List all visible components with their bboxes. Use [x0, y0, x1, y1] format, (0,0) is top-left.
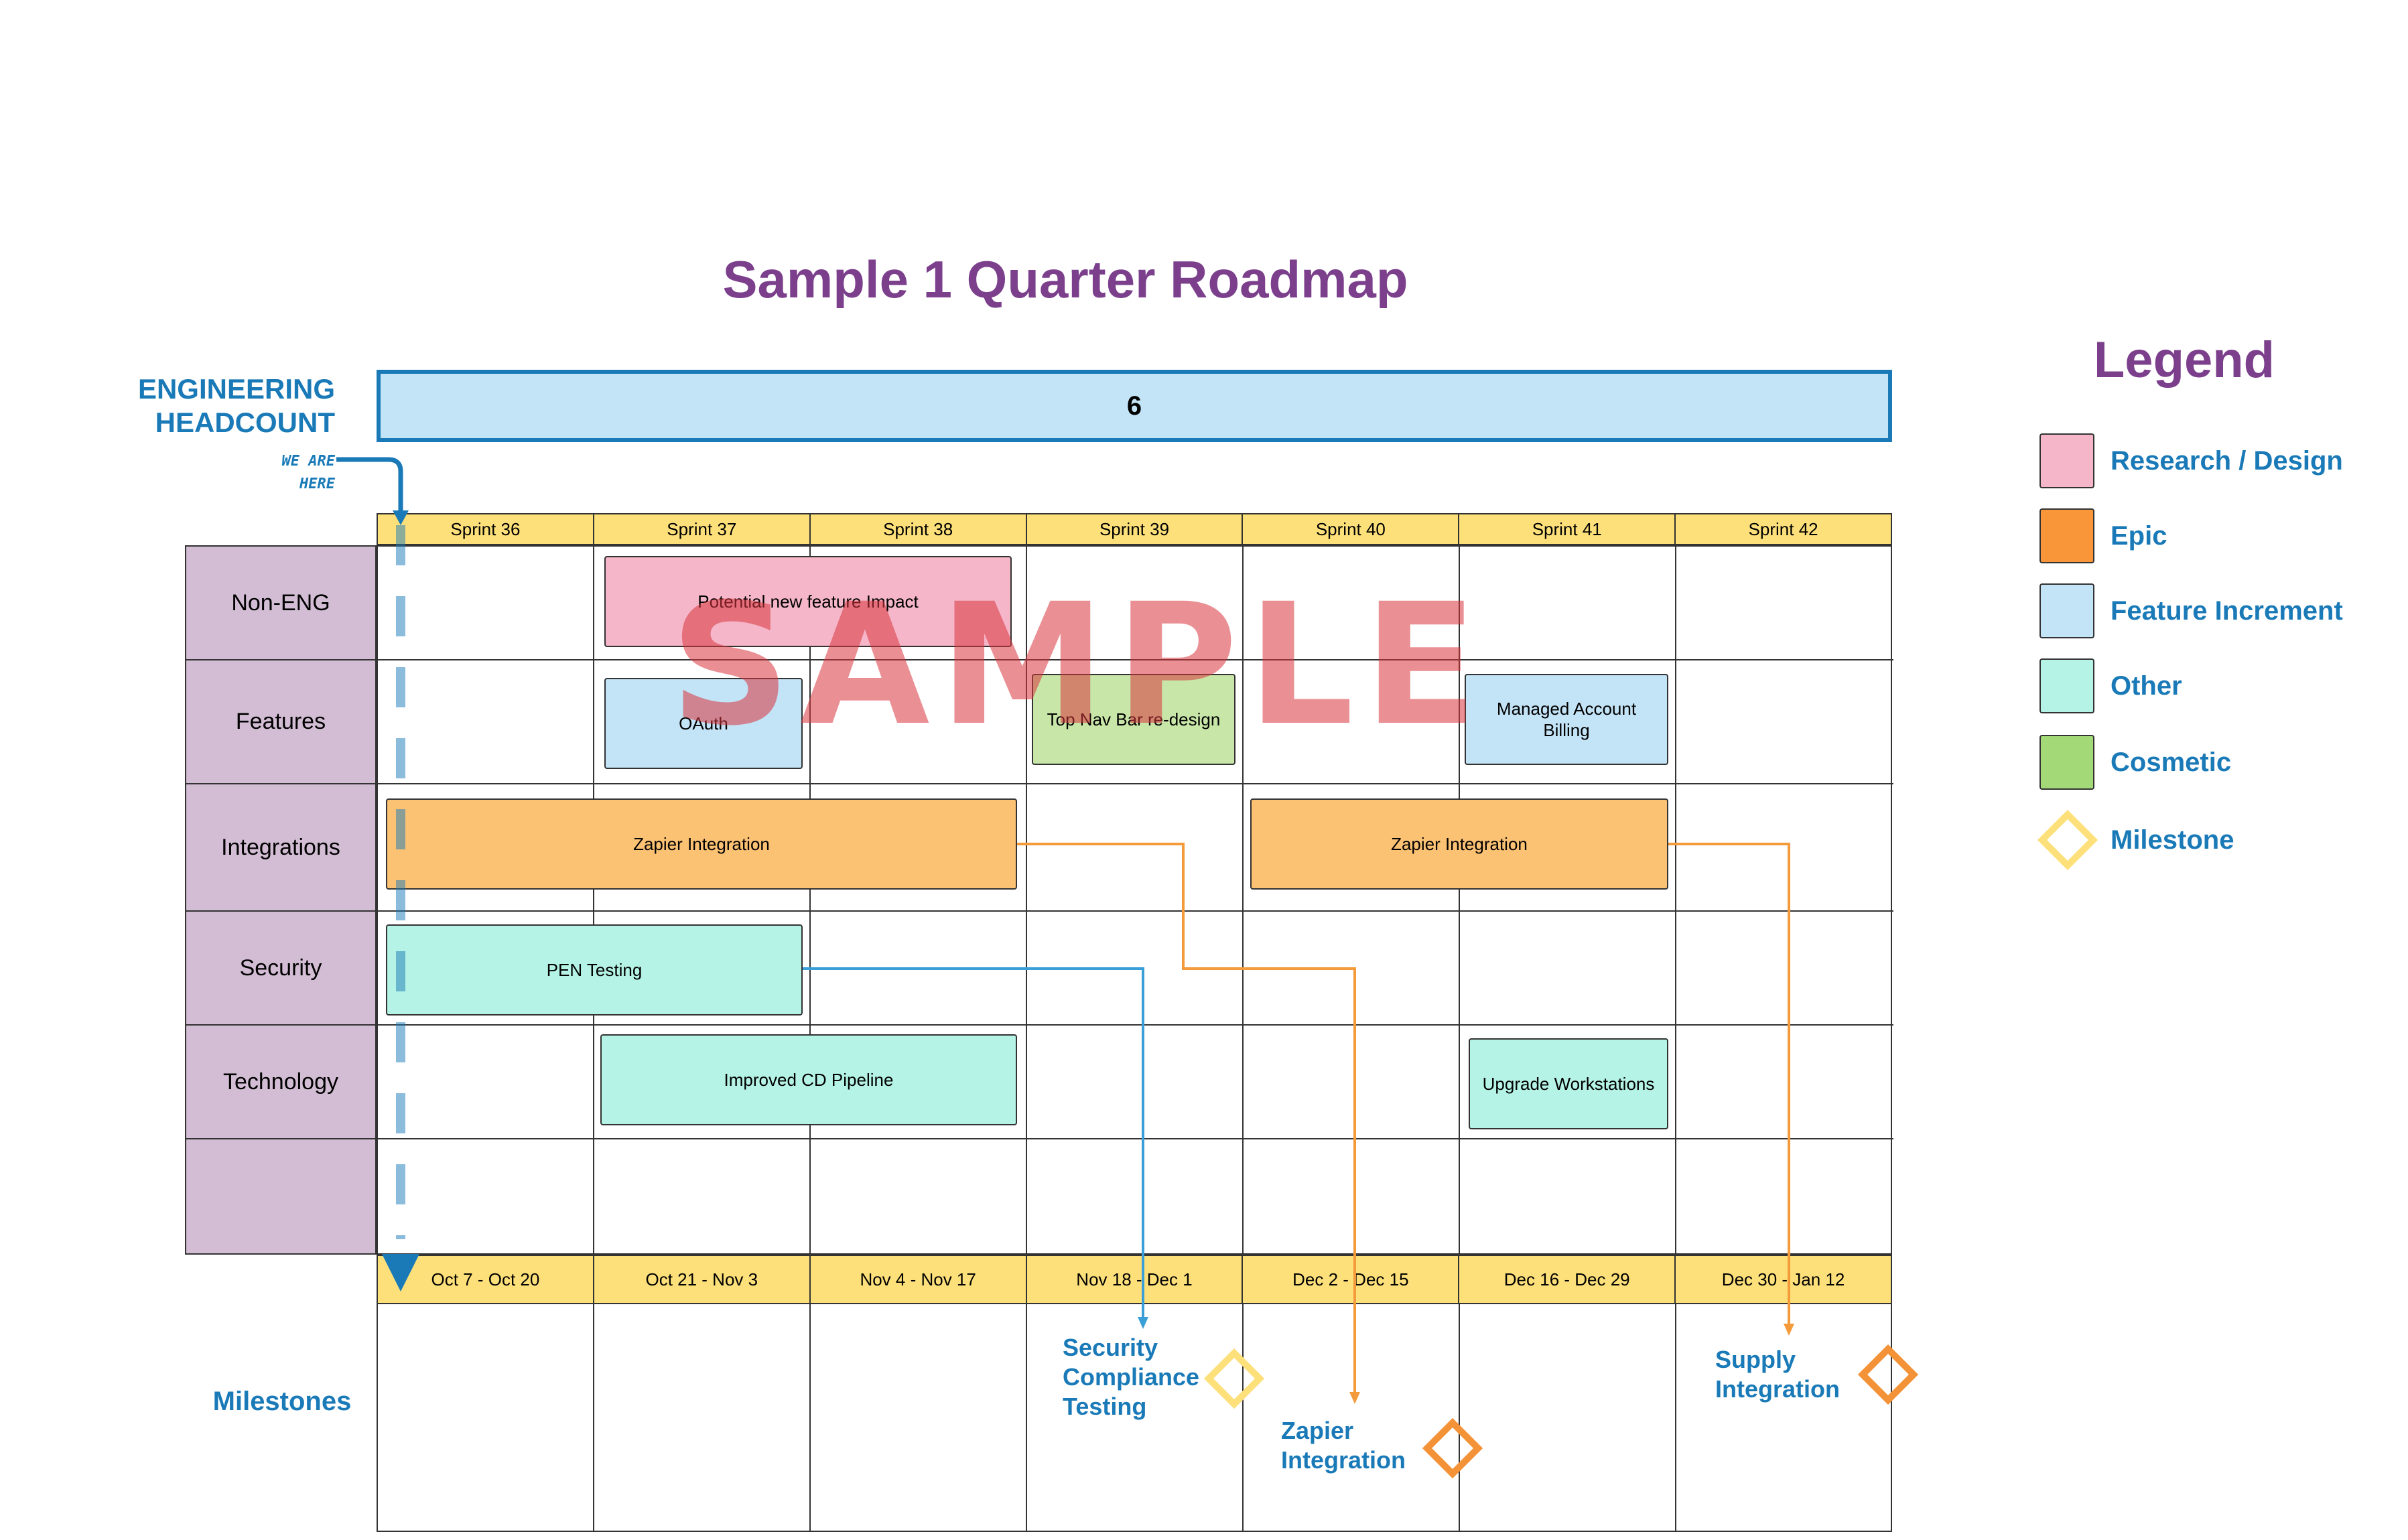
item-label: Upgrade Workstations	[1482, 1074, 1655, 1094]
legend-label: Feature Increment	[2111, 596, 2343, 626]
engineering-headcount-label: ENGINEERING HEADCOUNT	[80, 372, 335, 439]
legend-label: Epic	[2111, 520, 2167, 551]
item-managed-account-billing[interactable]: Managed Account Billing	[1465, 674, 1668, 765]
row-label-features: Features	[186, 660, 375, 784]
date-cell: Oct 21 - Nov 3	[594, 1256, 811, 1303]
milestone-line: Security	[1063, 1334, 1158, 1361]
timeline-arrowhead-icon	[382, 1254, 419, 1291]
row-label-integrations: Integrations	[186, 784, 375, 912]
milestones-label: Milestones	[212, 1387, 352, 1416]
milestone-line: Integration	[1715, 1375, 1840, 1403]
we-are-here-arrow	[336, 457, 403, 517]
headcount-bar: 6	[377, 370, 1892, 442]
item-label: Potential new feature Impact	[697, 591, 919, 612]
milestone-line: Zapier	[1281, 1417, 1354, 1444]
item-zapier-integration-2[interactable]: Zapier Integration	[1250, 798, 1668, 890]
row-label-non-eng: Non-ENG	[186, 547, 375, 660]
we-are-here-label: WE ARE HERE	[255, 450, 335, 496]
connector-pen-testing	[803, 967, 1144, 1318]
legend-swatch	[2039, 433, 2094, 488]
legend-label: Research / Design	[2111, 445, 2343, 476]
diamond-icon	[1203, 1348, 1265, 1409]
item-potential-new-feature[interactable]: Potential new feature Impact	[604, 556, 1012, 647]
date-cell: Nov 4 - Nov 17	[811, 1256, 1027, 1303]
item-top-nav-bar[interactable]: Top Nav Bar re-design	[1032, 674, 1235, 765]
diamond-icon	[1857, 1344, 1919, 1405]
item-label: PEN Testing	[546, 960, 643, 980]
legend-item-other: Other	[2039, 658, 2182, 714]
sprint-header: Sprint 36 Sprint 37 Sprint 38 Sprint 39 …	[377, 513, 1892, 545]
legend-swatch	[2039, 735, 2094, 790]
row-label-technology: Technology	[186, 1026, 375, 1139]
legend-item-epic: Epic	[2039, 508, 2167, 564]
item-label: Improved CD Pipeline	[724, 1070, 894, 1090]
item-label: Top Nav Bar re-design	[1047, 709, 1221, 729]
legend-swatch	[2039, 508, 2094, 563]
milestone-supply-label: Supply Integration	[1715, 1345, 1840, 1404]
date-cell: Nov 18 - Dec 1	[1027, 1256, 1244, 1303]
milestone-line: Integration	[1281, 1446, 1406, 1474]
item-upgrade-workstations[interactable]: Upgrade Workstations	[1469, 1038, 1668, 1129]
date-header: Oct 7 - Oct 20 Oct 21 - Nov 3 Nov 4 - No…	[377, 1255, 1892, 1304]
headcount-value: 6	[1126, 391, 1142, 421]
date-cell: Oct 7 - Oct 20	[378, 1256, 594, 1303]
legend-swatch-spacer	[2039, 813, 2094, 867]
item-pen-testing[interactable]: PEN Testing	[386, 924, 803, 1016]
item-label: Zapier Integration	[1391, 834, 1528, 854]
legend-title: Legend	[2093, 332, 2275, 389]
legend-item-feature: Feature Increment	[2039, 583, 2343, 639]
milestone-grid	[377, 1304, 1892, 1532]
legend-swatch	[2039, 658, 2094, 713]
item-improved-cd-pipeline[interactable]: Improved CD Pipeline	[600, 1034, 1017, 1125]
legend-item-cosmetic: Cosmetic	[2039, 734, 2231, 790]
we-are-here-line2: HERE	[299, 476, 335, 492]
date-cell: Dec 2 - Dec 15	[1243, 1256, 1460, 1303]
arrow-down-icon	[393, 510, 409, 525]
sprint-cell: Sprint 36	[378, 514, 594, 544]
roadmap-grid	[377, 545, 1893, 1256]
page-title: Sample 1 Quarter Roadmap	[722, 250, 1408, 309]
sprint-cell: Sprint 37	[594, 514, 811, 544]
sprint-cell: Sprint 39	[1027, 514, 1244, 544]
engineering-label-line2: HEADCOUNT	[155, 407, 335, 438]
milestone-zapier-label: Zapier Integration	[1281, 1416, 1406, 1475]
legend-item-research: Research / Design	[2039, 433, 2343, 489]
legend-label: Cosmetic	[2111, 747, 2232, 777]
legend-swatch	[2039, 583, 2094, 638]
date-cell: Dec 16 - Dec 29	[1459, 1256, 1676, 1303]
connector-zapier-2	[1668, 843, 1790, 1325]
milestone-line: Compliance	[1063, 1363, 1200, 1391]
milestone-security-label: Security Compliance Testing	[1063, 1333, 1199, 1421]
item-oauth[interactable]: OAuth	[604, 678, 803, 769]
sprint-cell: Sprint 40	[1243, 514, 1460, 544]
engineering-label-line1: ENGINEERING	[137, 373, 335, 405]
legend-label: Milestone	[2111, 825, 2234, 855]
item-zapier-integration-1[interactable]: Zapier Integration	[386, 798, 1017, 890]
row-label-security: Security	[186, 912, 375, 1026]
diamond-icon	[1422, 1417, 1483, 1479]
date-cell: Dec 30 - Jan 12	[1721, 1269, 1845, 1289]
milestone-line: Supply	[1715, 1346, 1796, 1373]
we-are-here-line1: WE ARE	[281, 453, 335, 470]
row-labels: Non-ENG Features Integrations Security T…	[185, 545, 377, 1255]
legend-diamond-icon	[2037, 809, 2098, 871]
sprint-cell: Sprint 38	[811, 514, 1027, 544]
milestone-line: Testing	[1063, 1393, 1147, 1420]
sprint-cell: Sprint 42	[1748, 518, 1818, 539]
connector-zapier-1	[1017, 843, 1356, 1393]
item-label: Zapier Integration	[633, 834, 770, 854]
item-label: OAuth	[679, 713, 728, 733]
legend-label: Other	[2111, 671, 2182, 701]
sprint-cell: Sprint 41	[1459, 514, 1676, 544]
legend-item-milestone: Milestone	[2039, 812, 2234, 868]
item-label: Managed Account Billing	[1496, 699, 1637, 740]
